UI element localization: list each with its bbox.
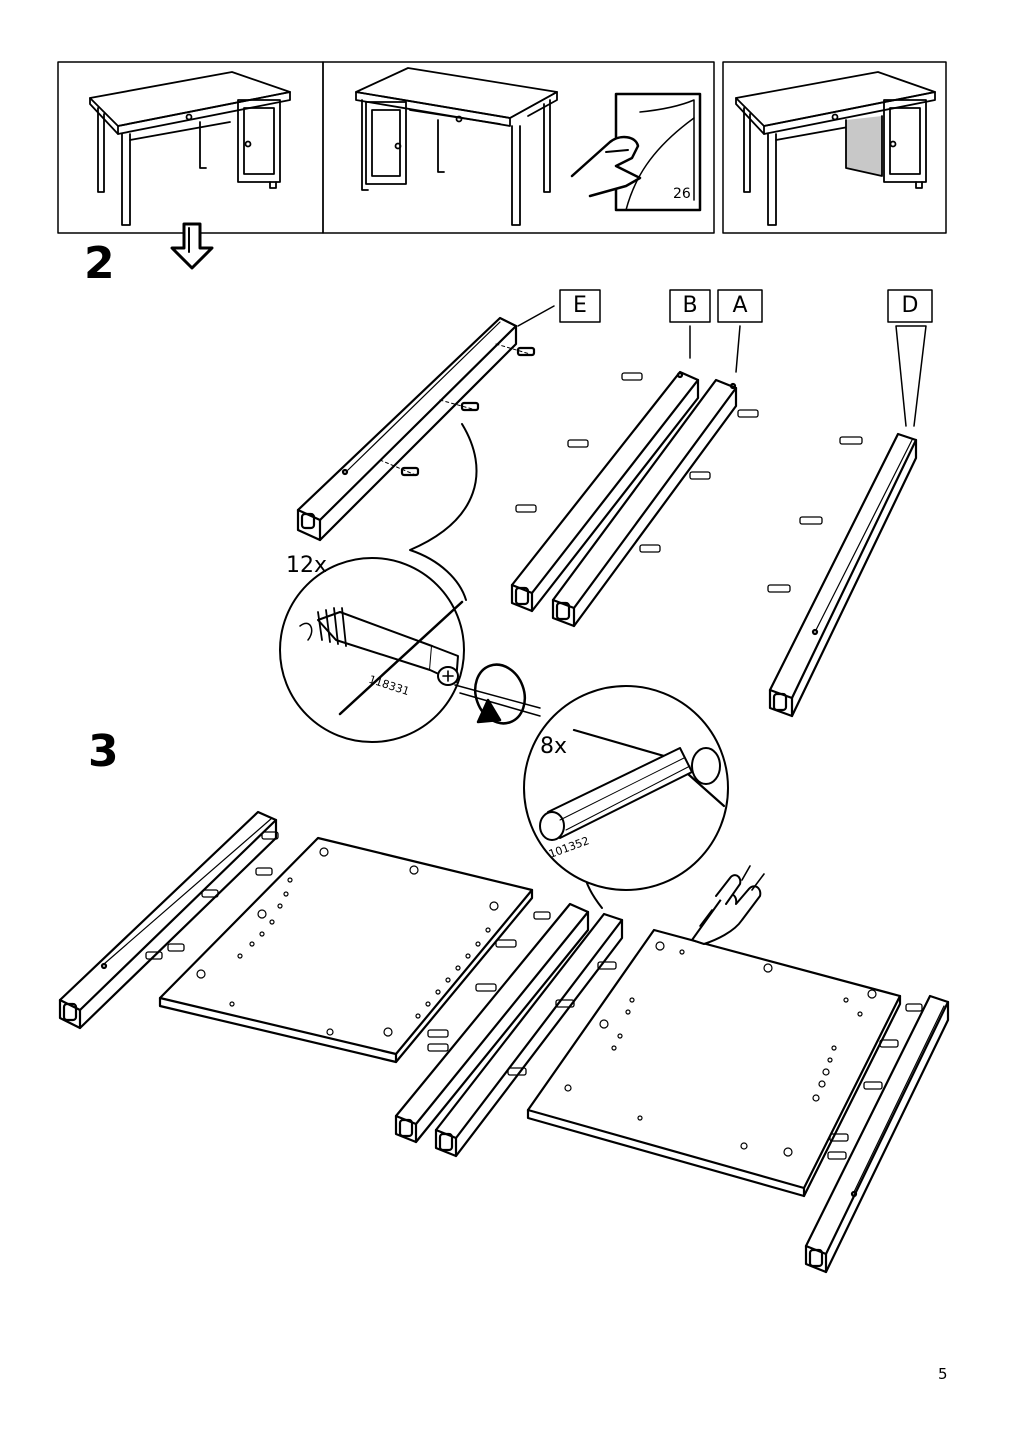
label-box-a (717, 289, 763, 323)
leg-a (551, 378, 738, 628)
cam-bolt-quantity: 12x (286, 553, 328, 578)
leg-e (296, 316, 536, 542)
part-label-b: B (682, 293, 698, 318)
down-arrow-icon (170, 222, 214, 270)
leg-middle-2 (434, 912, 624, 1158)
panel-left (158, 836, 534, 1064)
leg-b (510, 370, 700, 613)
page-number: 5 (938, 1365, 948, 1383)
desk-drawing-3 (735, 71, 936, 226)
turn-page-hand-icon (570, 92, 702, 212)
rotate-arrow-icon (473, 663, 527, 725)
label-box-d (887, 289, 933, 323)
part-label-e: E (573, 293, 587, 318)
desk-drawing-2 (355, 67, 558, 226)
label-box-e (559, 289, 601, 323)
press-finger-hand-icon (691, 865, 765, 945)
step-2-illustration (279, 289, 933, 743)
step-number-2: 2 (84, 238, 115, 289)
leg-left (58, 810, 278, 1030)
part-label-d: D (901, 293, 919, 318)
leg-middle-1 (394, 902, 590, 1144)
step-3-illustration (58, 685, 950, 1274)
turn-page-reference: 26 (673, 186, 691, 202)
dowel-quantity: 8x (540, 734, 568, 759)
panel-right (526, 928, 902, 1198)
leg-right (804, 994, 950, 1274)
part-label-a: A (732, 293, 748, 318)
panel-2 (322, 61, 715, 234)
desk-drawing-1 (89, 71, 291, 226)
zoom-callout-dowel (523, 685, 729, 909)
zoom-callout-cam-bolt (279, 423, 541, 743)
panel-3 (722, 61, 947, 234)
leg-d (768, 432, 918, 718)
top-strip (57, 61, 947, 270)
label-box-b (669, 289, 711, 323)
step-number-3: 3 (88, 726, 119, 777)
